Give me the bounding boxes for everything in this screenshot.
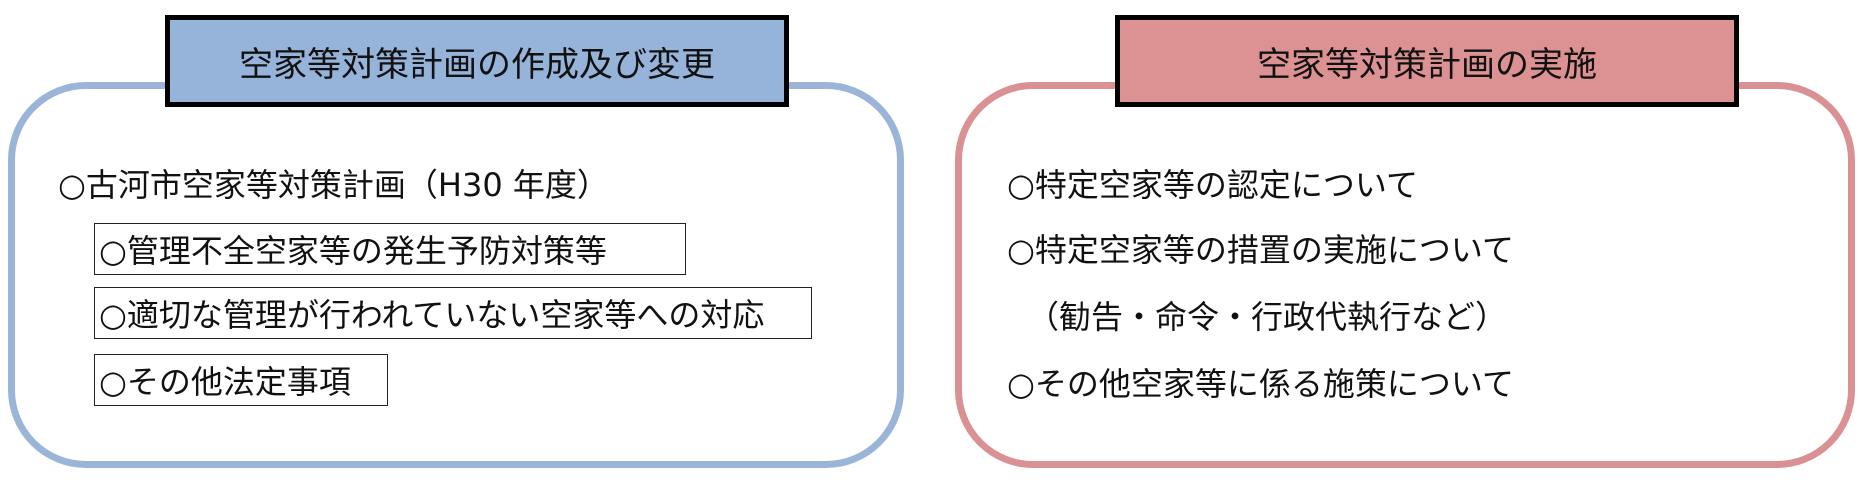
administrative-actions-note: （勧告・命令・行政代執行など） (1027, 298, 1508, 336)
koga-plan-item: ○古河市空家等対策計画（H30 年度） (58, 166, 609, 204)
prevention-measures-item: ○管理不全空家等の発生予防対策等 (94, 223, 686, 275)
specific-vacant-house-certification-item: ○特定空家等の認定について (1007, 166, 1418, 204)
plan-implementation-panel (955, 82, 1855, 468)
plan-creation-title: 空家等対策計画の作成及び変更 (165, 15, 789, 107)
plan-implementation-title: 空家等対策計画の実施 (1115, 15, 1739, 107)
unmanaged-vacant-house-response-item: ○適切な管理が行われていない空家等への対応 (94, 287, 812, 339)
other-statutory-matters-item: ○その他法定事項 (94, 354, 388, 406)
other-vacant-house-policies-item: ○その他空家等に係る施策について (1007, 365, 1514, 403)
plan-creation-panel (8, 82, 904, 468)
specific-vacant-house-measures-item: ○特定空家等の措置の実施について (1007, 231, 1514, 269)
